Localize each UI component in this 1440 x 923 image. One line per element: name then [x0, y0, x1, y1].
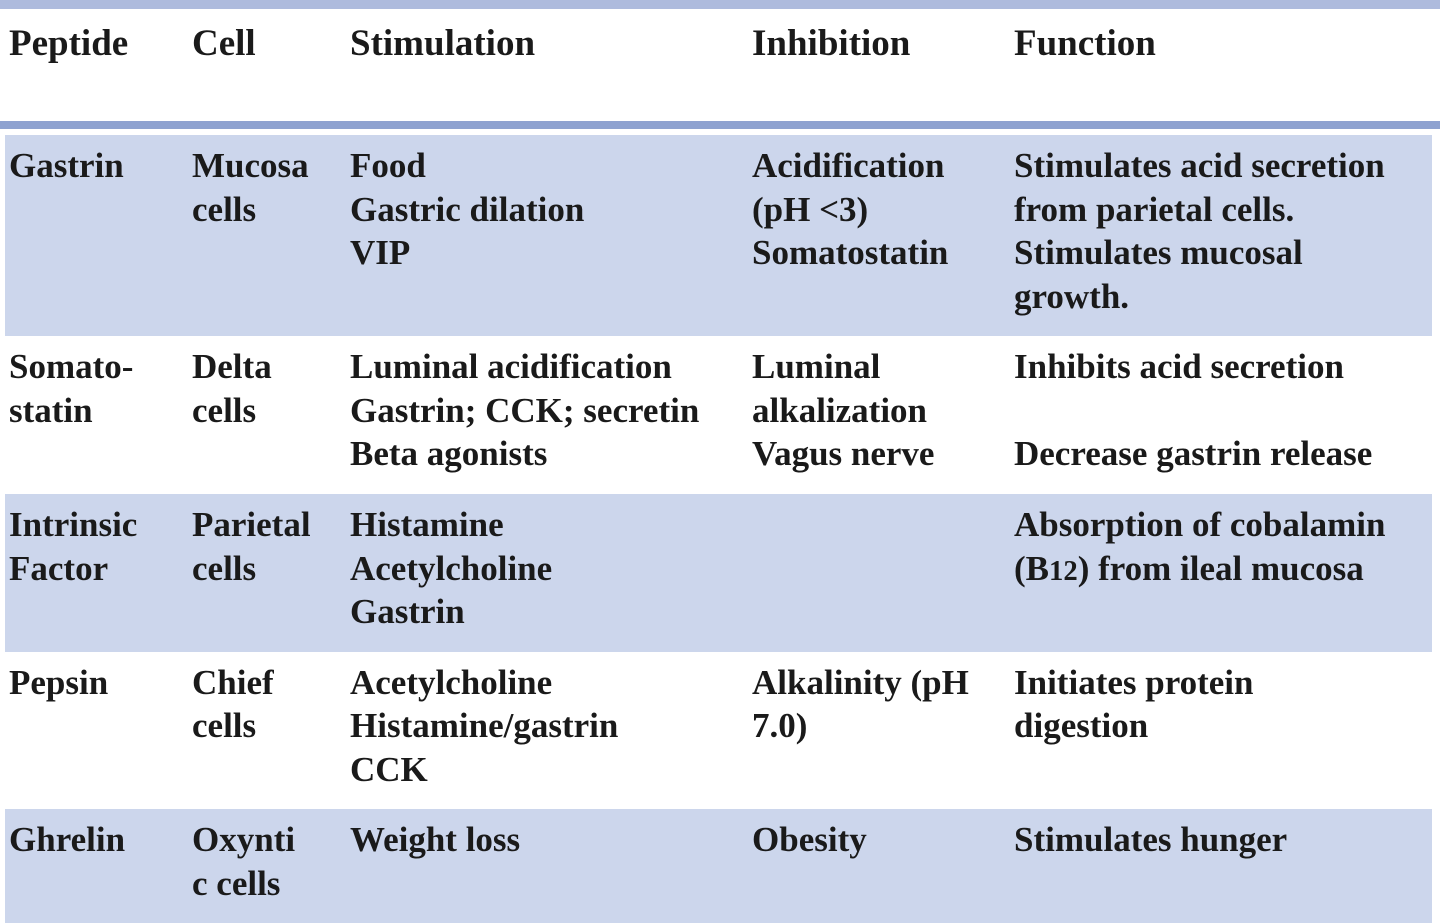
column-header-inhibition: Inhibition: [752, 23, 911, 64]
cell-line: statin: [9, 390, 93, 430]
cell-line: Alkalinity (pH: [752, 662, 969, 702]
cell-line: Stimulates acid secretion: [1014, 146, 1385, 185]
cell-line: Pepsin: [9, 662, 109, 702]
cell-line: cells: [192, 390, 257, 430]
cell-line: CCK: [350, 749, 428, 789]
table-header-rule: [0, 121, 1440, 129]
table-top-rule: [0, 0, 1440, 9]
cell-line: VIP: [350, 233, 411, 273]
cell-line: Delta: [192, 347, 272, 387]
cell-line: Stimulates hunger: [1014, 820, 1288, 860]
table-cell-inhibition: Acidification (pH <3)Somatostatin: [752, 135, 1014, 337]
table-cell-function: Stimulates hunger: [1014, 809, 1440, 923]
cell-line: Chief: [192, 662, 274, 702]
cell-line: Absorption of cobalamin: [1014, 504, 1386, 544]
column-header-stimulation: Stimulation: [350, 23, 536, 64]
column-header-peptide: Peptide: [9, 23, 129, 64]
cell-line: cells: [192, 189, 257, 229]
table-cell-peptide: Ghrelin: [0, 809, 192, 923]
cell-line: Luminal acidification: [350, 347, 672, 387]
cell-line: (pH <3): [752, 189, 869, 229]
cell-line: Histamine/gastrin: [350, 706, 619, 746]
cell-line: Beta agonists: [350, 434, 548, 474]
cell-line: [1014, 389, 1426, 433]
cell-line: Histamine: [350, 504, 504, 544]
cell-line: growth.: [1014, 276, 1130, 316]
cell-line: Parietal: [192, 504, 311, 544]
cell-line: (B12) from ileal mucosa: [1014, 548, 1364, 588]
cell-line: Somato-: [9, 347, 134, 387]
table-cell-inhibition: [752, 493, 1014, 652]
cell-line: Oxynti: [192, 820, 296, 860]
cell-line: digestion: [1014, 706, 1149, 746]
cell-line: Factor: [9, 548, 109, 588]
cell-line: cells: [192, 548, 257, 588]
cell-line: Weight loss: [350, 820, 521, 860]
cell-line: Acidification: [752, 146, 945, 185]
cell-line: c cells: [192, 863, 281, 903]
cell-line: 7.0): [752, 706, 808, 746]
cell-line: cells: [192, 706, 257, 746]
column-header-cell: Cell: [192, 23, 256, 64]
cell-line: Stimulates mucosal: [1014, 233, 1303, 273]
cell-line: from parietal cells.: [1014, 189, 1295, 229]
column-header-function: Function: [1014, 23, 1156, 64]
cell-line: Obesity: [752, 820, 867, 860]
cell-line: Somatostatin: [752, 233, 949, 273]
cell-line: Mucosa: [192, 146, 309, 185]
table-cell-peptide: Somato-statin: [0, 336, 192, 494]
table-cell-peptide: Gastrin: [0, 135, 192, 337]
header-row: Peptide Cell Stimulation Inhibition Func…: [0, 9, 1440, 135]
gastric-peptides-table: Peptide Cell Stimulation Inhibition Func…: [0, 9, 1440, 923]
cell-line: Luminal: [752, 347, 881, 387]
cell-line: Vagus nerve: [752, 434, 935, 474]
table-cell-peptide: Pepsin: [0, 651, 192, 810]
table-cell-stimulation: Weight loss: [350, 809, 752, 923]
table-cell-inhibition: Obesity: [752, 809, 1014, 923]
cell-line: Initiates protein: [1014, 662, 1254, 702]
cell-line: Food: [350, 146, 426, 185]
cell-line: Gastrin; CCK; secretin: [350, 390, 700, 430]
cell-line: Acetylcholine: [350, 662, 553, 702]
table-header: Peptide Cell Stimulation Inhibition Func…: [0, 9, 1440, 135]
cell-line: Intrinsic: [9, 504, 138, 544]
cell-line: Ghrelin: [9, 820, 126, 860]
cell-line: alkalization: [752, 390, 928, 430]
cell-line: Gastric dilation: [350, 189, 585, 229]
table-cell-cell: Mucosa cells: [192, 135, 350, 337]
cell-line: Inhibits acid secretion: [1014, 347, 1344, 387]
cell-line: Gastrin: [9, 146, 124, 185]
cell-line: Acetylcholine: [350, 548, 553, 588]
table-cell-function: Stimulates acid secretion from parietal c…: [1014, 135, 1440, 337]
table-cell-function: Absorption of cobalamin(B12) from ileal …: [1014, 493, 1440, 652]
cell-line: Gastrin: [350, 592, 465, 632]
cell-line: Decrease gastrin release: [1014, 434, 1373, 474]
